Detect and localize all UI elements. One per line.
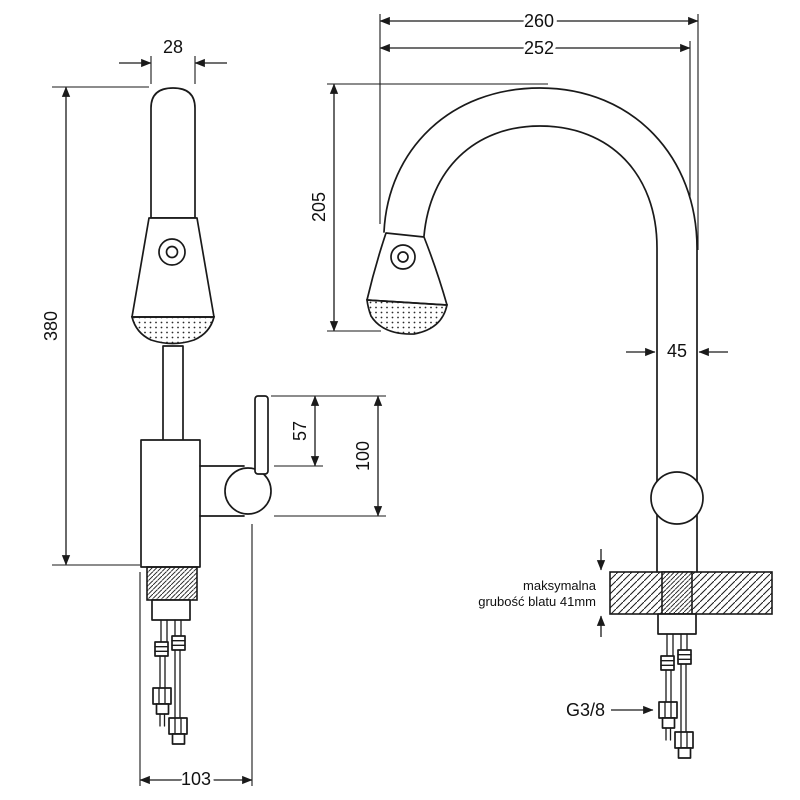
threaded-shank xyxy=(146,566,198,601)
faucet-body xyxy=(140,439,201,568)
gooseneck-outer-edge xyxy=(383,87,698,573)
dim-spout-tube-width: 45 xyxy=(626,338,728,365)
dim-spout-height: 205 xyxy=(306,83,548,332)
thread-callout: G3/8 xyxy=(562,697,654,724)
note-countertop-line1: maksymalna xyxy=(523,578,597,593)
threaded-shank-front xyxy=(661,571,693,615)
spray-button-front-center xyxy=(397,251,409,263)
note-countertop-line2: grubość blatu 41mm xyxy=(478,594,596,609)
lever-handle xyxy=(254,395,269,475)
dim-label-handle-height: 57 xyxy=(290,421,310,441)
aerator-face xyxy=(130,316,216,345)
aerator-face-front xyxy=(366,299,449,335)
dim-label-overall-reach: 260 xyxy=(524,11,554,31)
spray-handle-tube xyxy=(150,87,196,219)
dim-label-thread-size: G3/8 xyxy=(566,700,605,720)
dim-reach: 260 252 xyxy=(379,8,699,250)
spray-button xyxy=(158,238,186,266)
dim-label-body-height: 100 xyxy=(353,441,373,471)
ball-joint xyxy=(650,471,704,525)
dim-label-spout-height: 205 xyxy=(309,192,329,222)
spray-button-center xyxy=(165,245,179,259)
front-view xyxy=(366,87,773,759)
dim-spray-head-width: 28 xyxy=(119,34,227,84)
dim-label-spout-tube-width: 45 xyxy=(667,341,687,361)
dim-handle-and-body-height: 57 100 xyxy=(271,395,386,517)
side-view xyxy=(130,87,272,745)
riser-pipe xyxy=(162,345,184,443)
dim-base-depth: 103 xyxy=(139,524,253,793)
dim-label-spout-reach: 252 xyxy=(524,38,554,58)
countertop-thickness-note: maksymalna grubość blatu 41mm xyxy=(478,549,606,637)
dim-label-spray-head-width: 28 xyxy=(163,37,183,57)
spray-button-front xyxy=(390,244,416,270)
mounting-assembly-left xyxy=(151,599,191,745)
handle-hub-cap xyxy=(224,467,272,515)
dim-total-height: 380 xyxy=(38,86,149,566)
dim-label-total-height: 380 xyxy=(41,311,61,341)
spray-head-cone xyxy=(131,217,215,318)
dim-label-base-depth: 103 xyxy=(181,769,211,789)
gooseneck-inner-edge xyxy=(423,125,658,573)
mounting-assembly-right xyxy=(657,613,697,759)
